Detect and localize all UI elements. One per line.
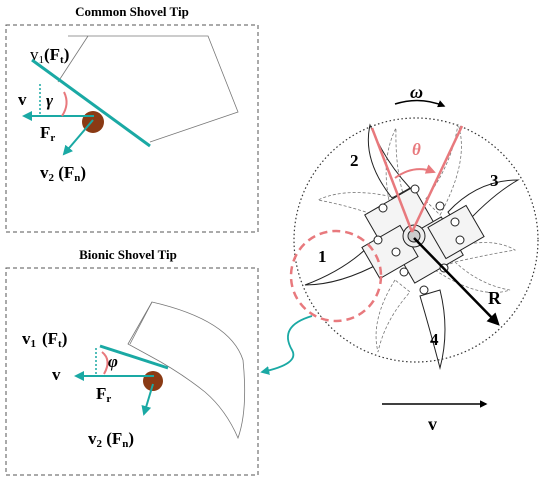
hub-bolts bbox=[373, 184, 465, 295]
common-v2-label: v2 (Fn) bbox=[40, 163, 86, 184]
rotor-assembly: ω bbox=[289, 82, 539, 370]
common-v1-label: v1(Ft) bbox=[30, 45, 69, 66]
common-v-label: v bbox=[18, 90, 27, 109]
bionic-phi-label: φ bbox=[108, 352, 118, 371]
bionic-panel-title: Bionic Shovel Tip bbox=[79, 247, 177, 262]
blade-1 bbox=[304, 244, 383, 286]
bionic-shovel-outline bbox=[127, 301, 246, 440]
bionic-shovel-panel: Bionic Shovel Tip v1(Ft) v φ Fr v2 (Fn) bbox=[5, 247, 259, 476]
blade-label-4: 4 bbox=[430, 330, 439, 349]
radius-arrow bbox=[413, 237, 500, 326]
bionic-v1-label: v1(Ft) bbox=[22, 329, 67, 350]
bionic-v2-label: v2 (Fn) bbox=[88, 429, 134, 450]
bionic-v-label: v bbox=[52, 365, 61, 384]
bionic-soil-particle bbox=[143, 371, 163, 391]
theta-line-right bbox=[410, 125, 464, 233]
bionic-panel-frame bbox=[5, 267, 259, 476]
forward-velocity-label: v bbox=[428, 414, 437, 434]
blade-3 bbox=[447, 179, 520, 231]
radius-label: R bbox=[488, 288, 502, 308]
blade-label-2: 2 bbox=[350, 151, 359, 170]
theta-label: θ bbox=[412, 140, 421, 159]
omega-arrow bbox=[394, 99, 446, 108]
blade-label-1: 1 bbox=[318, 247, 327, 266]
bionic-v2-arrow bbox=[141, 383, 154, 416]
theta-line-left bbox=[370, 127, 414, 233]
blade-label-3: 3 bbox=[490, 171, 499, 190]
common-fr-label: Fr bbox=[40, 123, 55, 144]
blade-1-highlight bbox=[289, 229, 383, 323]
bionic-phi-arc bbox=[101, 351, 109, 375]
detail-connector-arrow bbox=[260, 315, 313, 375]
hub bbox=[361, 186, 485, 284]
common-panel-title: Common Shovel Tip bbox=[75, 4, 189, 19]
common-v2-arrow bbox=[62, 119, 94, 156]
theta-arc bbox=[394, 164, 436, 179]
rotor-boundary bbox=[293, 117, 539, 363]
bionic-shovel-inner-edge bbox=[129, 301, 153, 345]
bionic-cutting-edge bbox=[99, 344, 169, 370]
bionic-fr-label: Fr bbox=[96, 384, 111, 405]
blade-4 bbox=[419, 289, 446, 370]
common-gamma-label: γ bbox=[46, 91, 54, 110]
common-gamma-arc bbox=[61, 91, 68, 117]
common-shovel-panel: Common Shovel Tip v1(Ft) v γ Fr v2 (Fn) bbox=[5, 4, 259, 233]
omega-label: ω bbox=[410, 82, 423, 102]
common-panel-frame bbox=[5, 24, 259, 233]
common-cutting-edge bbox=[31, 58, 151, 148]
common-shovel-outline bbox=[68, 35, 239, 143]
common-shovel-inner-edge bbox=[57, 35, 89, 83]
